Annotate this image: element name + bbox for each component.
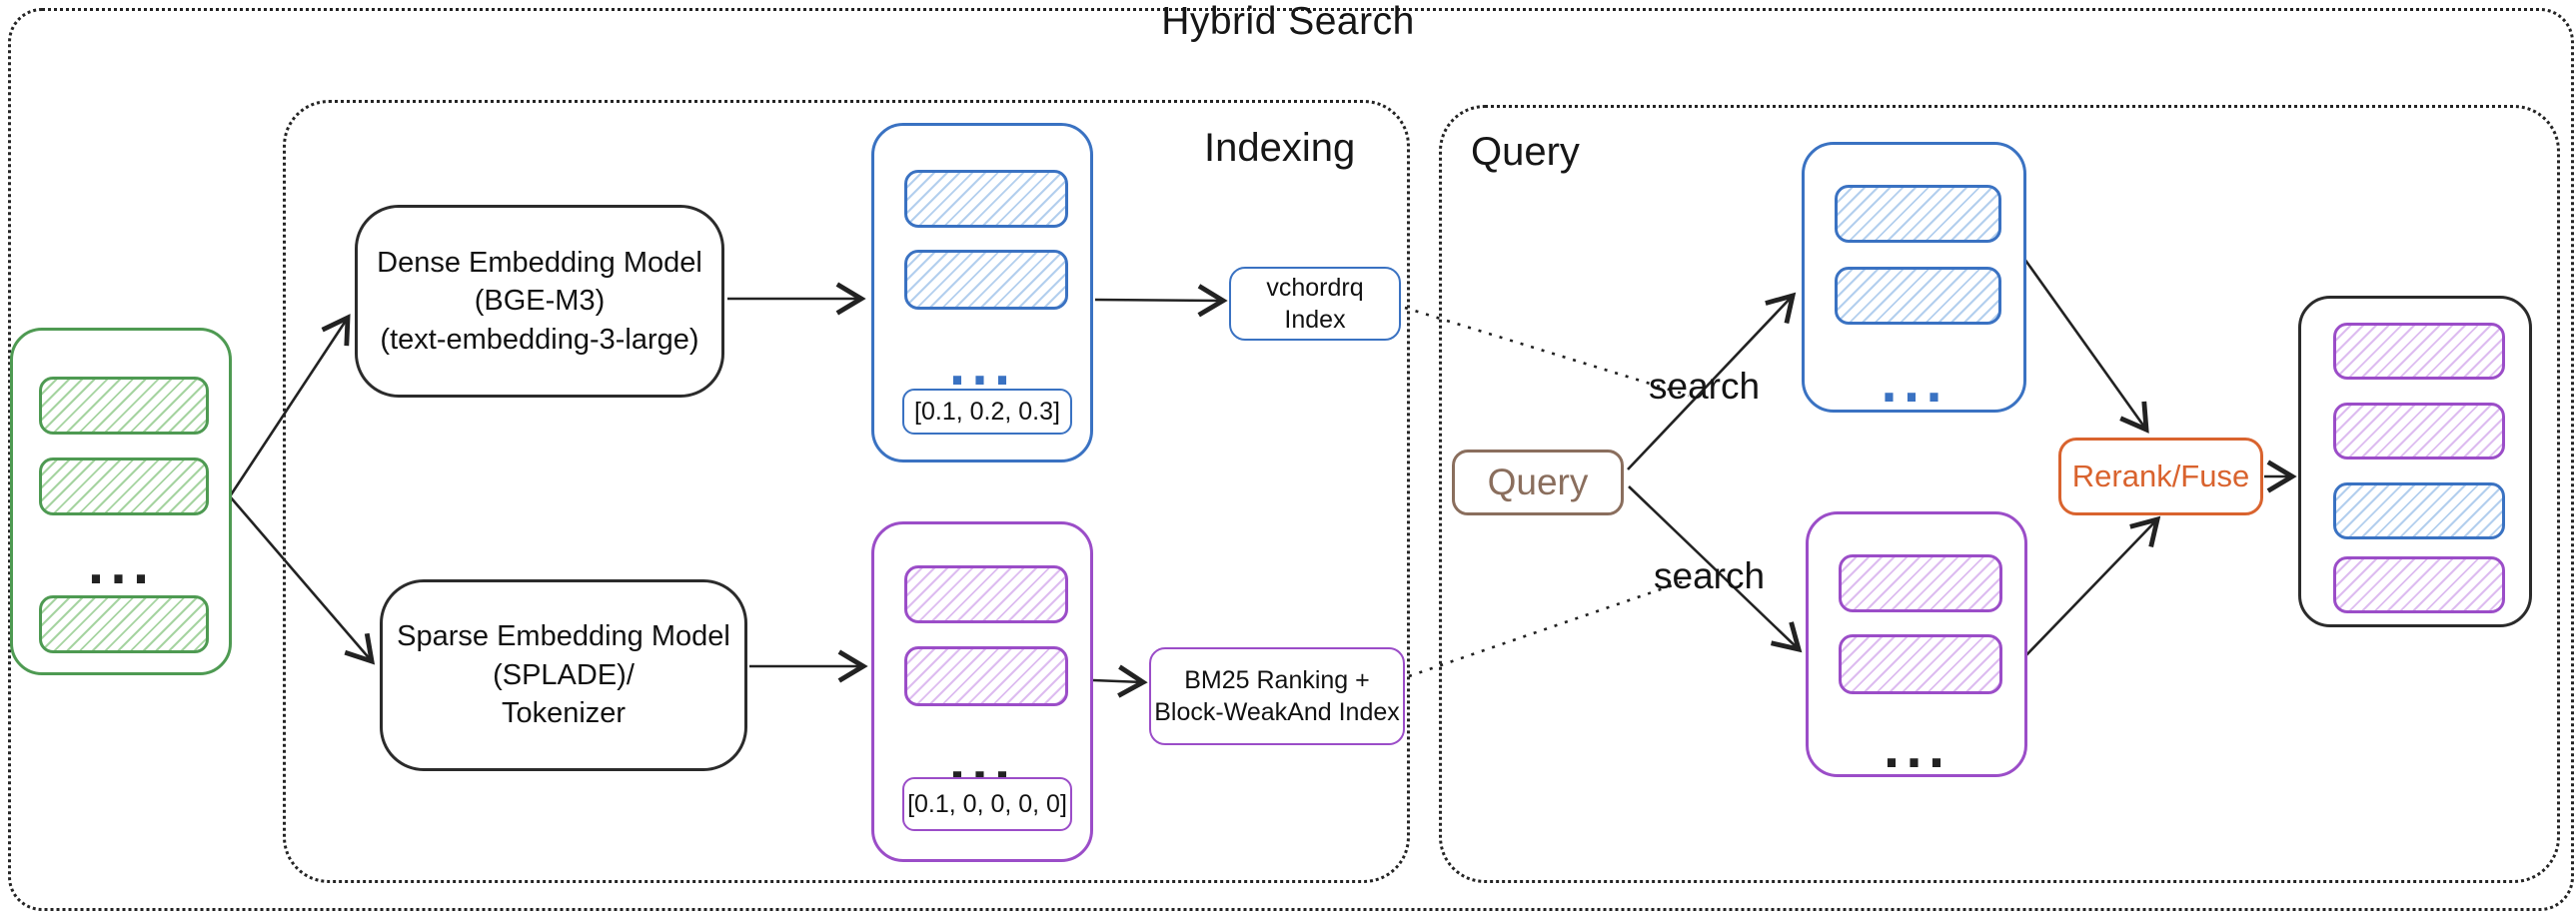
bm25-index-box: BM25 Ranking + Block-WeakAnd Index <box>1149 647 1405 745</box>
dense-embedding-model-box: Dense Embedding Model (BGE-M3) (text-emb… <box>355 205 724 398</box>
result-chip <box>2333 556 2505 613</box>
ellipsis-icon: ... <box>948 342 1016 396</box>
result-chip <box>2333 323 2505 380</box>
retrieved-sparse-stack: ... <box>1806 511 2027 777</box>
fused-results-stack <box>2298 296 2532 627</box>
ellipsis-icon: ... <box>948 737 1016 791</box>
dense-vectors-stack: ... [0.1, 0.2, 0.3] <box>871 123 1093 462</box>
bm25-index-line: BM25 Ranking + <box>1184 665 1370 694</box>
result-chip <box>1835 267 2001 325</box>
query-node: Query <box>1452 450 1624 515</box>
vchordrq-index-line: Index <box>1284 306 1346 334</box>
result-chip <box>1839 554 2002 612</box>
vector-chip <box>904 250 1068 310</box>
query-section-label: Query <box>1471 130 1580 174</box>
ellipsis-icon: ... <box>87 540 155 594</box>
document-chip <box>39 377 209 435</box>
result-chip <box>1835 185 2001 243</box>
search-label-sparse: search <box>1654 555 1766 596</box>
vector-chip <box>904 170 1068 228</box>
sparse-vector-value: [0.1, 0, 0, 0, 0] <box>902 777 1072 831</box>
outer-dotted-frame <box>8 8 2574 911</box>
search-label-dense: search <box>1649 366 1761 407</box>
document-chip <box>39 458 209 515</box>
sparse-embedding-model-box: Sparse Embedding Model (SPLADE)/ Tokeniz… <box>380 579 747 771</box>
dense-model-line: (BGE-M3) <box>474 285 606 318</box>
sparse-model-line: (SPLADE)/ <box>493 658 635 691</box>
document-chip <box>39 595 209 653</box>
ellipsis-icon: ... <box>1880 359 1948 413</box>
retrieved-dense-stack: ... <box>1802 142 2026 413</box>
diagram-title: Hybrid Search <box>1161 0 1415 43</box>
dense-vector-value: [0.1, 0.2, 0.3] <box>902 389 1072 435</box>
documents-stack: ... <box>10 328 232 675</box>
indexing-section-label: Indexing <box>1204 126 1356 170</box>
query-section-frame <box>1439 105 2560 883</box>
sparse-vectors-stack: ... [0.1, 0, 0, 0, 0] <box>871 521 1093 862</box>
ellipsis-icon: ... <box>1883 724 1950 778</box>
vchordrq-index-box: vchordrq Index <box>1229 267 1401 341</box>
result-chip <box>2333 403 2505 460</box>
vector-chip <box>904 565 1068 623</box>
vchordrq-index-line: vchordrq <box>1266 273 1364 302</box>
rerank-fuse-box: Rerank/Fuse <box>2058 438 2263 515</box>
dense-model-line: (text-embedding-3-large) <box>380 323 699 356</box>
result-chip <box>1839 634 2002 694</box>
result-chip <box>2333 482 2505 539</box>
sparse-model-line: Tokenizer <box>501 697 627 730</box>
vector-chip <box>904 646 1068 706</box>
dense-model-line: Dense Embedding Model <box>377 246 702 279</box>
bm25-index-line: Block-WeakAnd Index <box>1154 698 1400 726</box>
sparse-model-line: Sparse Embedding Model <box>397 620 730 653</box>
